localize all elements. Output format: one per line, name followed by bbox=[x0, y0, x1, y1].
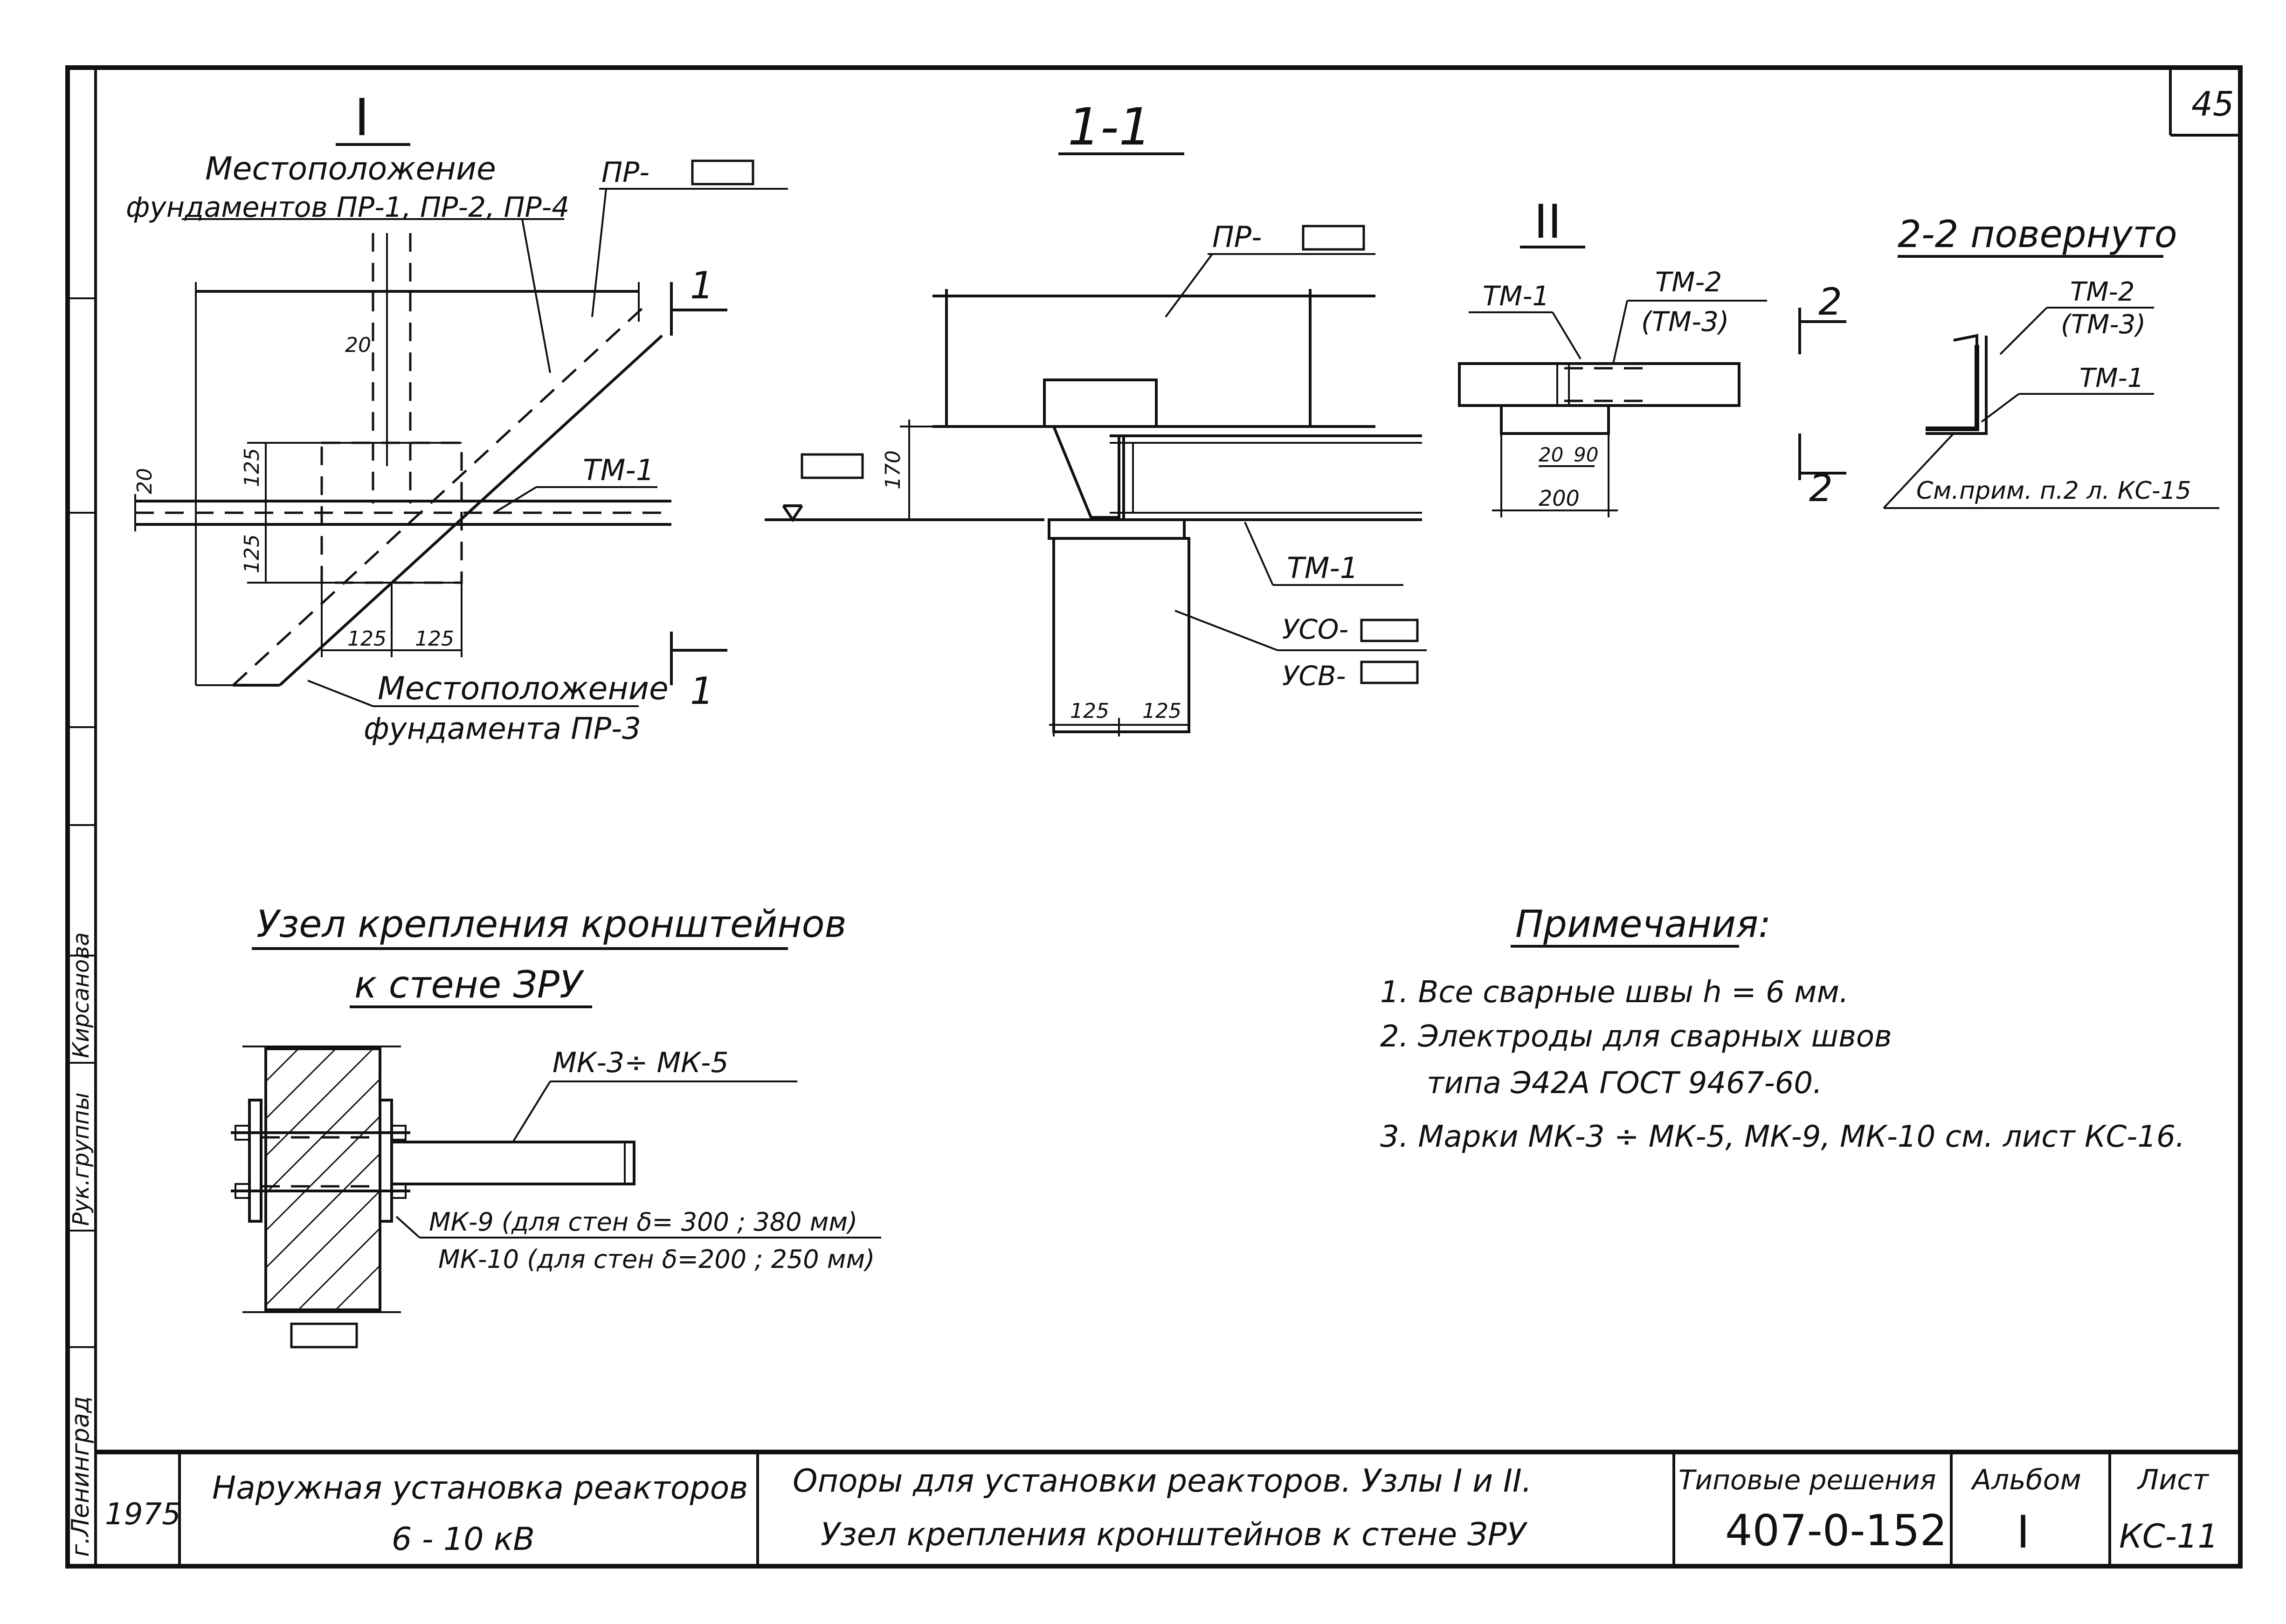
section-2-2-note-ref: См.прим. п.2 л. КС-15 bbox=[1916, 477, 2191, 505]
title-block bbox=[96, 1450, 2240, 1566]
section-1-1-pr-box bbox=[1302, 225, 1365, 251]
title-drawing-line1: Опоры для установки реакторов. Узлы I и … bbox=[793, 1463, 1532, 1500]
node-1-dim-20-top: 20 bbox=[345, 333, 371, 357]
note-item-2: 2. Электроды для сварных швов bbox=[1380, 1019, 1892, 1054]
node-1-dim-125-d: 125 bbox=[415, 627, 454, 651]
section-1-1-usv-label: УСВ- bbox=[1282, 660, 1346, 692]
node-1-section-mark-bottom: 1 bbox=[690, 669, 714, 713]
bracket-mk10-label: МК-10 (для стен δ=200 ; 250 мм) bbox=[438, 1245, 875, 1274]
note-item-4: 3. Марки МК-3 ÷ МК-5, МК-9, МК-10 см. ли… bbox=[1380, 1120, 2185, 1154]
title-drawing-line2: Узел крепления кронштейнов к стене ЗРУ bbox=[821, 1516, 1528, 1553]
node-2-section-mark-bottom: 2 bbox=[1809, 467, 1833, 510]
section-1-1-uso-label: УСО- bbox=[1282, 613, 1348, 645]
sheet-frame bbox=[65, 65, 2243, 1569]
node-1-dim-125-b: 125 bbox=[240, 534, 264, 573]
view-section-2-2: 2-2 повернуто ТМ-2 (ТМ-3) ТМ-1 См.прим. … bbox=[1883, 213, 2219, 509]
wall-hatching bbox=[265, 1048, 381, 1311]
bracket-mk9-label: МК-9 (для стен δ= 300 ; 380 мм) bbox=[429, 1207, 857, 1237]
node-1-tm1-label: ТМ-1 bbox=[583, 453, 654, 487]
section-2-2-tm2-label: ТМ-2 bbox=[2070, 277, 2134, 307]
bracket-title-line1: Узел крепления кронштейнов bbox=[256, 902, 847, 946]
note-item-3: типа Э42А ГОСТ 9467-60. bbox=[1427, 1066, 1822, 1101]
view-bracket-node: Узел крепления кронштейнов к стене ЗРУ bbox=[231, 902, 881, 1349]
notes: Примечания: 1. Все сварные швы h = 6 мм.… bbox=[1380, 902, 2185, 1154]
title-sheet-value: КС-11 bbox=[2119, 1517, 2218, 1555]
node-1-pr-label: ПР- bbox=[601, 156, 649, 189]
node-2-tm3-label: (ТМ-3) bbox=[1641, 306, 1729, 337]
section-2-2-tm1-label: ТМ-1 bbox=[2079, 363, 2144, 393]
side-stamp-role: Рук.группы bbox=[68, 1093, 94, 1226]
section-1-1-tm1-label: ТМ-1 bbox=[1287, 551, 1358, 585]
section-1-1-pr-label: ПР- bbox=[1212, 220, 1262, 254]
section-1-1-dim-170: 170 bbox=[881, 450, 905, 489]
node-1-section-mark-top: 1 bbox=[690, 264, 714, 307]
node-1-pr-box bbox=[691, 159, 754, 186]
node-2-dim-90: 90 bbox=[1574, 443, 1598, 466]
side-stamp: г.Ленинград Рук.группы Кирсанова bbox=[67, 932, 95, 1557]
node-1-dim-20-left: 20 bbox=[133, 468, 157, 494]
node-2-tm2-label: ТМ-2 bbox=[1655, 266, 1722, 298]
title-album-value: I bbox=[2017, 1506, 2030, 1558]
node-1-title: I bbox=[354, 88, 369, 147]
page-number: 45 bbox=[2191, 84, 2234, 124]
section-1-1-dim-125-a: 125 bbox=[1070, 699, 1109, 723]
title-project-line1: Наружная установка реакторов bbox=[212, 1470, 748, 1507]
title-album-label: Альбом bbox=[1970, 1464, 2081, 1496]
view-node-1: I Местоположение фундаментов ПР-1, ПР-2,… bbox=[126, 88, 788, 746]
section-1-1-usv-box bbox=[1360, 661, 1419, 684]
level-mark-box bbox=[801, 453, 864, 479]
view-node-2: II ТМ-1 ТМ-2 (ТМ-3) 20 90 200 2 2 bbox=[1458, 194, 1846, 517]
location-1-line2: фундаментов ПР-1, ПР-2, ПР-4 bbox=[126, 191, 569, 224]
wall bbox=[264, 1047, 381, 1311]
node-2-title: II bbox=[1534, 194, 1561, 249]
location-2-line2: фундамента ПР-3 bbox=[364, 712, 641, 746]
node-2-dim-20: 20 bbox=[1539, 443, 1563, 466]
node-2-tm1-label: ТМ-1 bbox=[1483, 280, 1549, 312]
side-stamp-city: г.Ленинград bbox=[67, 1396, 95, 1557]
bracket-level-box bbox=[290, 1322, 358, 1349]
bracket-title-line2: к стене ЗРУ bbox=[354, 963, 585, 1006]
node-2-section-mark-top: 2 bbox=[1818, 280, 1842, 323]
title-sheet-label: Лист bbox=[2137, 1464, 2210, 1496]
title-year: 1975 bbox=[105, 1497, 181, 1532]
title-project-line2: 6 - 10 кВ bbox=[392, 1521, 535, 1558]
section-1-1-title: 1-1 bbox=[1068, 97, 1152, 157]
note-item-1: 1. Все сварные швы h = 6 мм. bbox=[1380, 975, 1849, 1010]
location-1-line1: Местоположение bbox=[205, 151, 496, 187]
view-section-1-1: 1-1 ПР- 170 ТМ-1 bbox=[765, 97, 1427, 736]
side-stamp-name: Кирсанова bbox=[68, 932, 94, 1058]
section-1-1-dim-125-b: 125 bbox=[1142, 699, 1181, 723]
location-2-line1: Местоположение bbox=[378, 670, 669, 707]
section-1-1-uso-box bbox=[1360, 619, 1419, 642]
section-2-2-tm3-label: (ТМ-3) bbox=[2061, 310, 2146, 340]
title-series-label: Типовые решения bbox=[1678, 1464, 1936, 1496]
section-2-2-title: 2-2 повернуто bbox=[1898, 213, 2177, 256]
title-series-value: 407-0-152 bbox=[1725, 1506, 1947, 1555]
notes-title: Примечания: bbox=[1515, 902, 1771, 946]
node-1-dim-125-c: 125 bbox=[347, 627, 387, 651]
bracket-mk35-label: МК-3÷ МК-5 bbox=[553, 1046, 729, 1079]
node-2-dim-200: 200 bbox=[1539, 486, 1580, 511]
node-1-dim-125-a: 125 bbox=[240, 448, 264, 487]
